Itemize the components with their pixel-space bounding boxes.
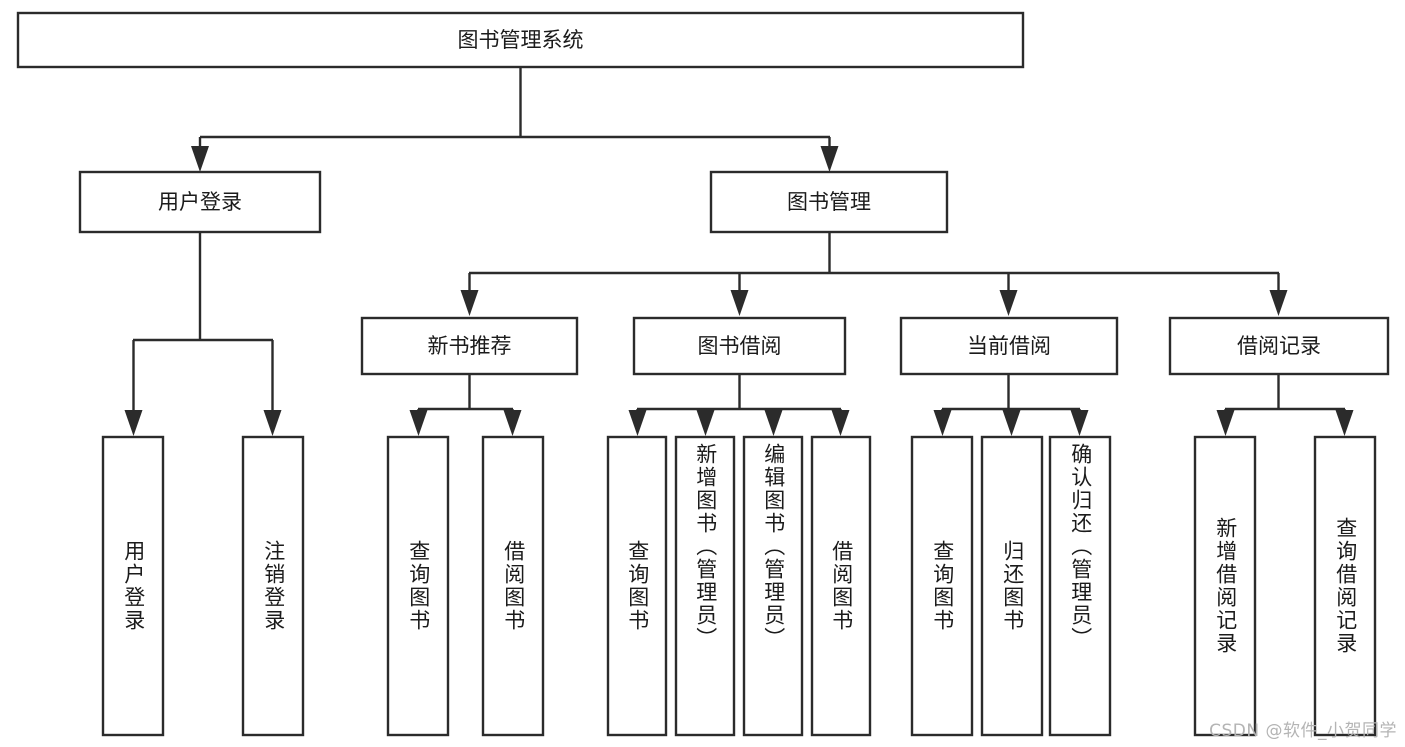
arrow-head-leaf-add-record [1216, 410, 1235, 436]
arrow-head-user-login [191, 146, 209, 172]
node-borrow-record-label: 借阅记录 [1237, 334, 1321, 358]
node-user-login-box[interactable] [78, 170, 322, 234]
arrow-head-borrow-record [1269, 290, 1288, 316]
node-user-login[interactable]: 用户登录 [78, 170, 322, 234]
node-book-manage-box[interactable] [709, 170, 949, 234]
arrow-head-new-book-recommend [460, 290, 479, 316]
leaf-edit-book-box[interactable] [742, 435, 804, 737]
edge-group-current-borrow [933, 374, 1089, 436]
leaf-borrow-book-1-box[interactable] [481, 435, 545, 737]
node-borrow-record-box[interactable] [1168, 316, 1390, 376]
edge-group-book-manage [460, 232, 1288, 316]
arrow-head-leaf-query-book-3 [933, 410, 952, 436]
arrow-head-leaf-edit-book [764, 410, 783, 436]
edge-group-root [191, 67, 839, 172]
edge-group-new-book-recommend [409, 374, 522, 436]
leaf-query-book-3-box[interactable] [910, 435, 974, 737]
arrow-head-leaf-borrow-book-1 [503, 410, 522, 436]
leaf-return-book-box[interactable] [980, 435, 1044, 737]
edge-group-user-login [124, 232, 282, 436]
node-book-manage-label: 图书管理 [787, 190, 871, 214]
node-new-book-recommend-box[interactable] [360, 316, 579, 376]
leaf-user-login-box[interactable] [101, 435, 165, 737]
arrow-head-leaf-query-book-2 [628, 410, 647, 436]
arrow-head-leaf-query-book-1 [409, 410, 428, 436]
edge-group-book-borrow [628, 374, 850, 436]
node-book-borrow-label: 图书借阅 [698, 334, 782, 358]
leaf-confirm-return-box[interactable] [1048, 435, 1112, 737]
node-current-borrow-label: 当前借阅 [967, 334, 1051, 358]
node-current-borrow[interactable]: 当前借阅 [899, 316, 1119, 376]
node-new-book-recommend[interactable]: 新书推荐 [360, 316, 579, 376]
node-current-borrow-box[interactable] [899, 316, 1119, 376]
node-root[interactable]: 图书管理系统 [16, 11, 1025, 69]
leaf-add-book-box[interactable] [674, 435, 736, 737]
arrow-head-leaf-user-login [124, 410, 143, 436]
leaf-add-record-box[interactable] [1193, 435, 1257, 737]
arrow-head-book-borrow [730, 290, 749, 316]
leaf-logout-box[interactable] [241, 435, 305, 737]
arrow-head-book-manage [820, 146, 839, 172]
arrow-head-current-borrow [999, 290, 1018, 316]
node-book-manage[interactable]: 图书管理 [709, 170, 949, 234]
node-root-box[interactable] [16, 11, 1025, 69]
node-user-login-label: 用户登录 [158, 190, 242, 214]
arrow-head-leaf-confirm-return [1070, 410, 1089, 436]
node-new-book-recommend-label: 新书推荐 [428, 334, 512, 358]
csdn-watermark: CSDN @软件_小贺同学 [1209, 721, 1397, 741]
node-book-borrow[interactable]: 图书借阅 [632, 316, 847, 376]
node-borrow-record[interactable]: 借阅记录 [1168, 316, 1390, 376]
arrow-head-leaf-return-book [1002, 410, 1021, 436]
arrow-head-leaf-add-book [696, 410, 715, 436]
node-root-label: 图书管理系统 [458, 28, 584, 52]
node-book-borrow-box[interactable] [632, 316, 847, 376]
edge-group-borrow-record [1216, 374, 1354, 436]
leaf-query-book-1-box[interactable] [386, 435, 450, 737]
arrow-head-leaf-borrow-book-2 [831, 410, 850, 436]
leaf-box-group [101, 435, 1377, 737]
arrow-head-leaf-logout [263, 410, 282, 436]
arrow-head-leaf-query-record [1335, 410, 1354, 436]
leaf-query-book-2-box[interactable] [606, 435, 668, 737]
leaf-borrow-book-2-box[interactable] [810, 435, 872, 737]
leaf-query-record-box[interactable] [1313, 435, 1377, 737]
